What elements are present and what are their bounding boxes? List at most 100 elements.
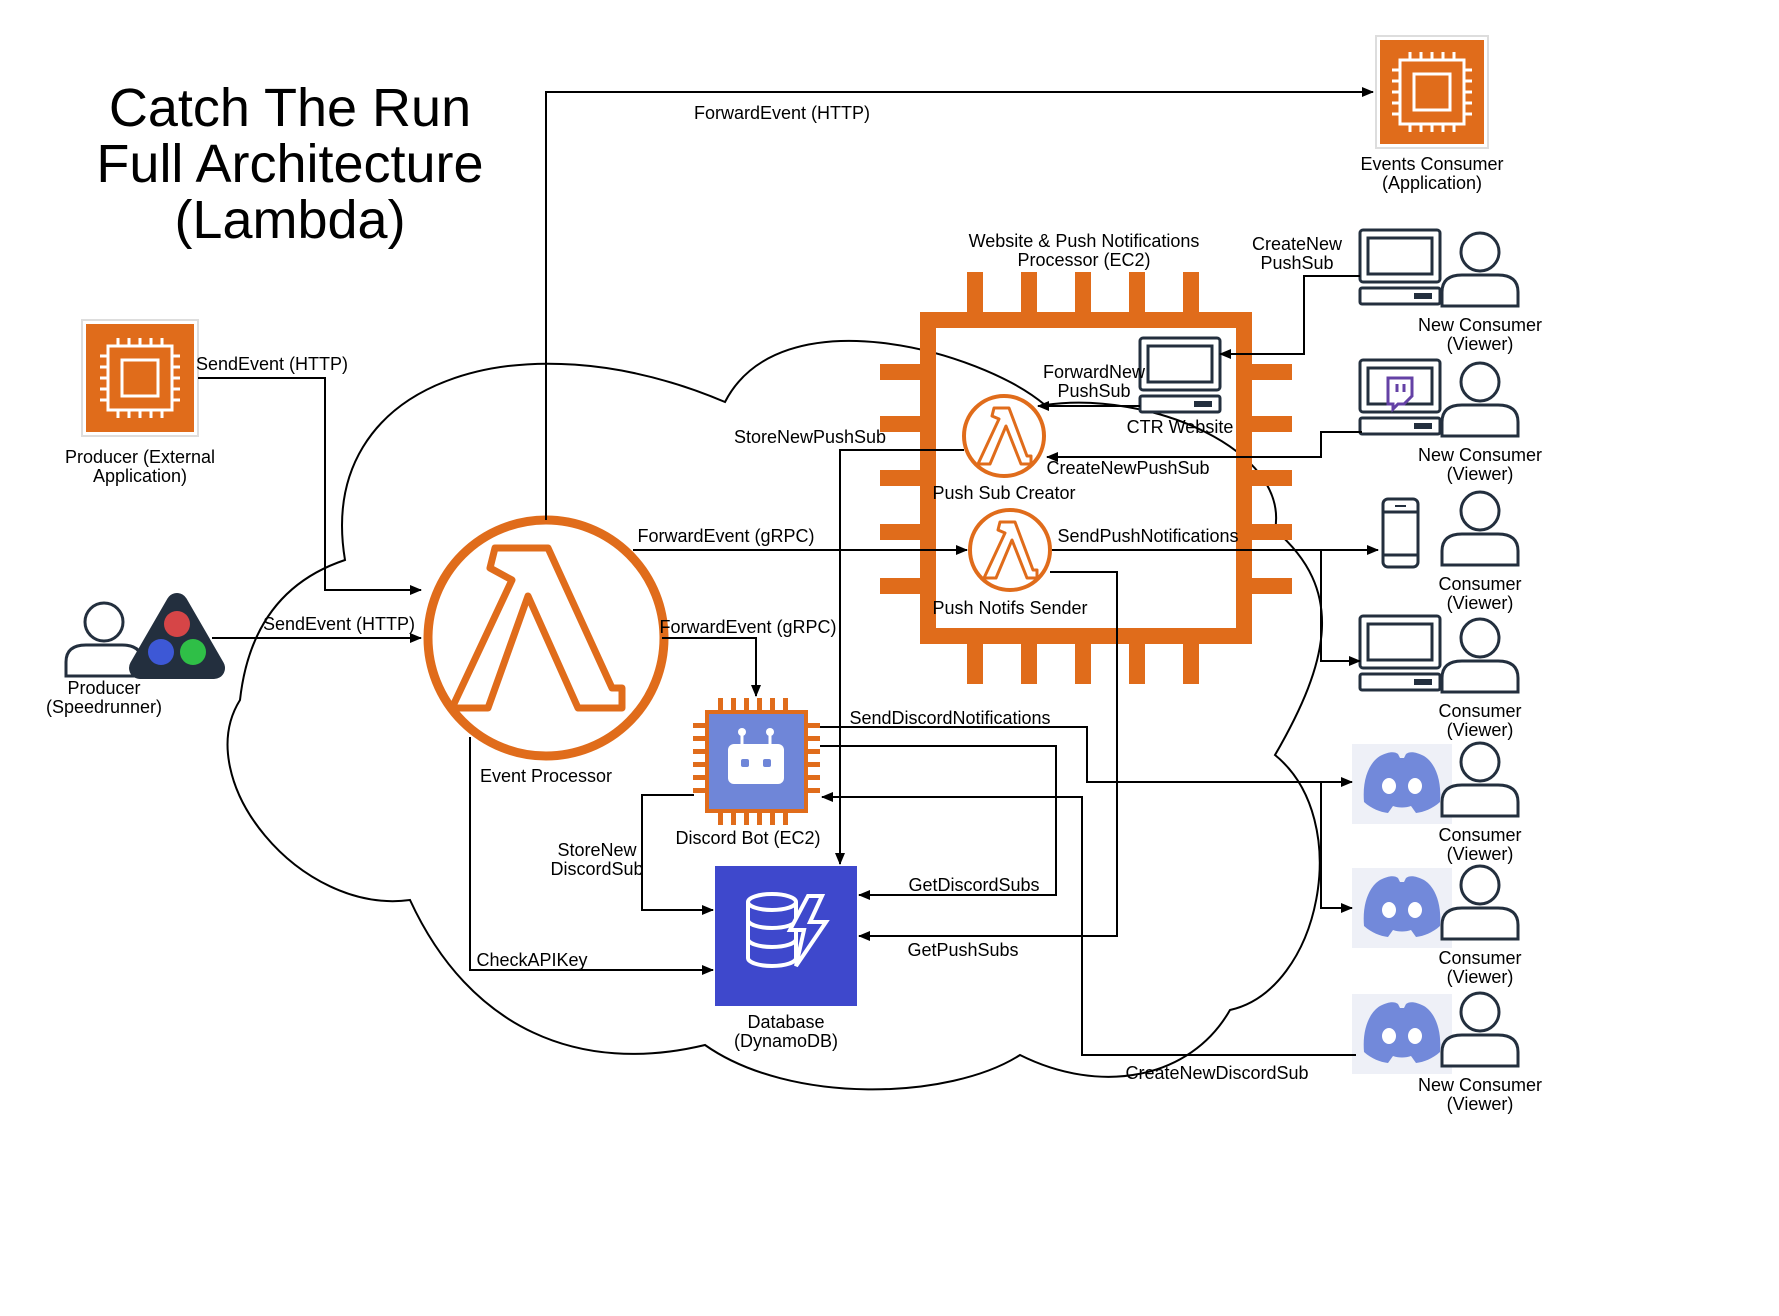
edge-label-send-event-http-external: SendEvent (HTTP) — [196, 354, 348, 374]
person-icon — [1440, 741, 1520, 818]
database-label-2: (DynamoDB) — [734, 1031, 838, 1051]
events-consumer-node: Events Consumer (Application) — [1360, 35, 1504, 193]
consumer-2-label-2: (Viewer) — [1447, 464, 1514, 484]
edge-label-send-event-http-speedrunner: SendEvent (HTTP) — [263, 614, 415, 634]
event-processor-label: Event Processor — [480, 766, 612, 786]
push-sub-creator-label: Push Sub Creator — [932, 483, 1075, 503]
edge-label-get-discord-subs: GetDiscordSubs — [908, 875, 1039, 895]
edge-create-new-push-sub — [1046, 431, 1362, 462]
consumer-1-node: New Consumer (Viewer) — [1358, 228, 1542, 354]
consumer-1-label-2: (Viewer) — [1447, 334, 1514, 354]
edge-label-create-new-push-sub-top-1: CreateNew — [1252, 234, 1343, 254]
edge-label-check-api-key: CheckAPIKey — [476, 950, 587, 970]
edges — [198, 87, 1379, 1056]
edge-label-create-new-discord-sub: CreateNewDiscordSub — [1125, 1063, 1308, 1083]
edge-get-discord-subs — [820, 745, 1057, 900]
database-label-1: Database — [747, 1012, 824, 1032]
consumer-4-node: Consumer (Viewer) — [1358, 614, 1522, 740]
person-icon — [1440, 490, 1520, 567]
consumer-7-label-2: (Viewer) — [1447, 1094, 1514, 1114]
consumer-4-label-2: (Viewer) — [1447, 720, 1514, 740]
person-icon — [1440, 231, 1520, 308]
push-sub-creator-node: Push Sub Creator — [932, 394, 1076, 503]
laptop-icon — [1138, 336, 1222, 414]
ctr-website-label: CTR Website — [1127, 417, 1234, 437]
edge-forward-event-http — [545, 87, 1374, 520]
lambda-icon — [968, 508, 1052, 592]
ec2-group-container: Website & Push Notifications Processor (… — [880, 231, 1292, 684]
ctr-website-node: CTR Website — [1127, 336, 1234, 437]
discord-bot-node: Discord Bot (EC2) — [675, 698, 821, 848]
edge-label-create-new-push-sub: CreateNewPushSub — [1046, 458, 1209, 478]
events-consumer-label-1: Events Consumer — [1360, 154, 1503, 174]
dynamodb-icon — [746, 892, 830, 968]
consumer-2-label-1: New Consumer — [1418, 445, 1542, 465]
producer-external-node: Producer (External Application) — [65, 319, 215, 486]
discord-icon — [1352, 744, 1452, 824]
consumer-6-label-2: (Viewer) — [1447, 967, 1514, 987]
producer-speedrunner-node: Producer (Speedrunner) — [46, 593, 225, 717]
edge-label-send-push-notifications: SendPushNotifications — [1057, 526, 1238, 546]
edge-label-forward-event-http: ForwardEvent (HTTP) — [694, 103, 870, 123]
edge-forward-event-grpc-2 — [662, 637, 761, 697]
producer-external-label-1: Producer (External — [65, 447, 215, 467]
consumer-3-label-2: (Viewer) — [1447, 593, 1514, 613]
consumer-5-label-2: (Viewer) — [1447, 844, 1514, 864]
edge-send-event-http-external — [198, 377, 422, 595]
edge-label-get-push-subs: GetPushSubs — [907, 940, 1018, 960]
discord-bot-label: Discord Bot (EC2) — [675, 828, 820, 848]
ec2-group-label-2: Processor (EC2) — [1017, 250, 1150, 270]
obs-studio-icon — [129, 593, 225, 679]
edge-label-send-discord-notifications: SendDiscordNotifications — [849, 708, 1050, 728]
consumer-6-node: Consumer (Viewer) — [1352, 864, 1522, 987]
person-icon — [1440, 864, 1520, 941]
edge-label-store-new-discord-sub-2: DiscordSub — [550, 859, 643, 879]
edge-send-discord-notifications — [820, 726, 1353, 787]
laptop-icon — [1358, 614, 1442, 692]
consumer-3-label-1: Consumer — [1438, 574, 1521, 594]
edge-label-forward-new-push-sub-2: PushSub — [1057, 381, 1130, 401]
consumer-5-label-1: Consumer — [1438, 825, 1521, 845]
edge-send-discord-2 — [1320, 782, 1353, 913]
consumer-4-label-1: Consumer — [1438, 701, 1521, 721]
consumer-5-node: Consumer (Viewer) — [1352, 741, 1522, 864]
edge-get-push-subs — [858, 571, 1118, 941]
push-notifs-sender-label: Push Notifs Sender — [932, 598, 1087, 618]
ec2-group-label-1: Website & Push Notifications — [969, 231, 1200, 251]
consumer-7-label-1: New Consumer — [1418, 1075, 1542, 1095]
person-icon — [1440, 361, 1520, 438]
edge-store-new-discord-sub — [641, 794, 714, 915]
diagram-title-line2: Full Architecture — [96, 134, 483, 194]
consumer-3-node: Consumer (Viewer) — [1381, 490, 1522, 613]
edge-check-api-key — [469, 737, 714, 975]
database-node: Database (DynamoDB) — [715, 866, 857, 1051]
consumer-6-label-1: Consumer — [1438, 948, 1521, 968]
producer-speedrunner-label-1: Producer — [67, 678, 140, 698]
edge-create-new-push-sub-top — [1219, 275, 1360, 359]
diagram-title-line3: (Lambda) — [174, 190, 405, 250]
twitch-icon — [1386, 376, 1414, 413]
lambda-icon — [962, 394, 1046, 478]
person-icon — [1440, 991, 1520, 1068]
discord-icon — [1352, 868, 1452, 948]
lambda-icon — [448, 544, 626, 712]
edge-label-forward-event-grpc-2: ForwardEvent (gRPC) — [659, 617, 836, 637]
edge-label-create-new-push-sub-top-2: PushSub — [1260, 253, 1333, 273]
edge-label-forward-new-push-sub-1: ForwardNew — [1043, 362, 1146, 382]
edge-label-forward-event-grpc-1: ForwardEvent (gRPC) — [637, 526, 814, 546]
edge-send-push-laptop — [1320, 550, 1361, 666]
events-consumer-label-2: (Application) — [1382, 173, 1482, 193]
edge-label-store-new-push-sub: StoreNewPushSub — [734, 427, 886, 447]
discord-bot-chip-icon — [728, 728, 784, 784]
diagram-title-line1: Catch The Run — [109, 78, 471, 138]
edge-labels: ForwardEvent (HTTP) SendEvent (HTTP) Sen… — [196, 103, 1343, 1083]
producer-speedrunner-label-2: (Speedrunner) — [46, 697, 162, 717]
consumer-2-node: New Consumer (Viewer) — [1358, 358, 1542, 484]
consumer-1-label-1: New Consumer — [1418, 315, 1542, 335]
edge-create-new-discord-sub — [821, 792, 1356, 1056]
laptop-icon — [1358, 228, 1442, 306]
event-processor-node: Event Processor — [423, 515, 669, 786]
phone-icon — [1381, 497, 1420, 569]
person-icon — [1440, 617, 1520, 694]
